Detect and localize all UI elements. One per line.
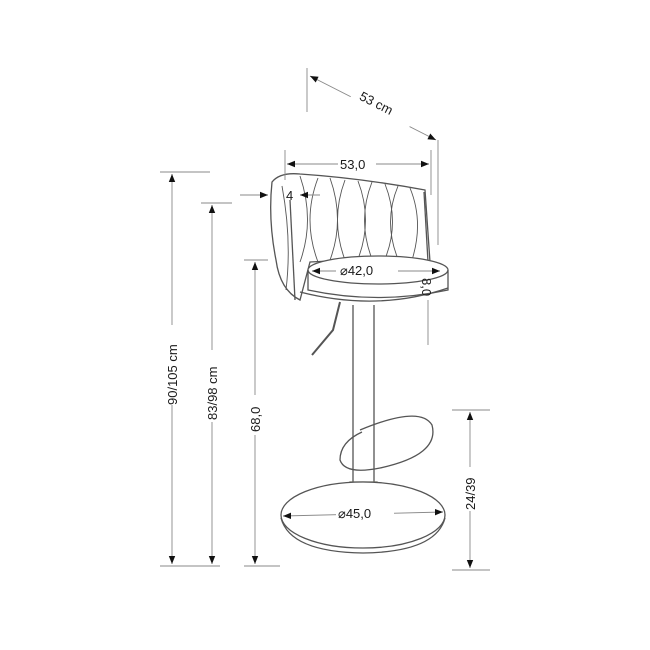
label-base-diameter: ⌀45,0 [338,506,371,521]
dimension-labels: 53 cm 53,0 4 ⌀42,0 8,0 90/105 cm 83/98 c… [164,81,478,521]
label-back-top-height: 83/98 cm [205,367,220,420]
gas-lever [311,301,341,356]
label-footrest-height: 24/39 [463,477,478,510]
label-back-thickness: 4 [286,188,293,203]
label-seat-height: 68,0 [248,407,263,432]
footrest-ring [339,415,434,471]
label-width: 53,0 [340,157,365,172]
backrest-weave [281,175,418,291]
stool-illustration [270,173,449,554]
seat-side [307,270,449,299]
label-seat-diameter: ⌀42,0 [340,263,373,278]
label-total-height: 90/105 cm [165,344,180,405]
label-seat-thickness: 8,0 [419,278,434,296]
